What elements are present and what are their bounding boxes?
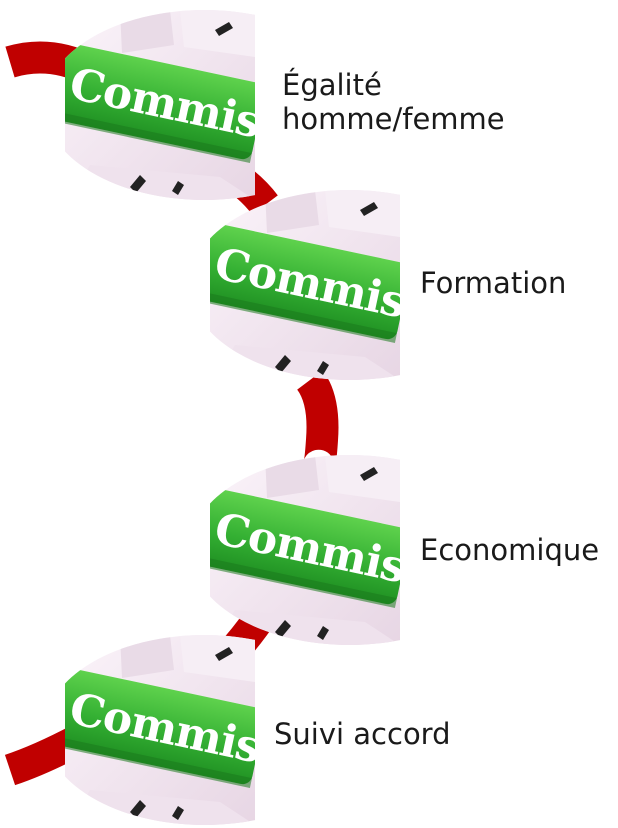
connector-2-3 xyxy=(296,370,339,482)
step-3-label-line-1: Economique xyxy=(420,533,600,567)
step-2-label-line-1: Formation xyxy=(420,266,567,300)
step-2-label: Formation xyxy=(420,266,566,300)
step-3-label: Economique xyxy=(420,533,599,567)
step-1-label-line-1: Égalité xyxy=(282,68,382,102)
step-1-label-line-2: homme/femme xyxy=(282,102,505,136)
step-1-label: Égalité homme/femme xyxy=(282,68,505,136)
step-4-label: Suivi accord xyxy=(274,717,451,751)
step-4-label-line-1: Suivi accord xyxy=(274,717,451,751)
